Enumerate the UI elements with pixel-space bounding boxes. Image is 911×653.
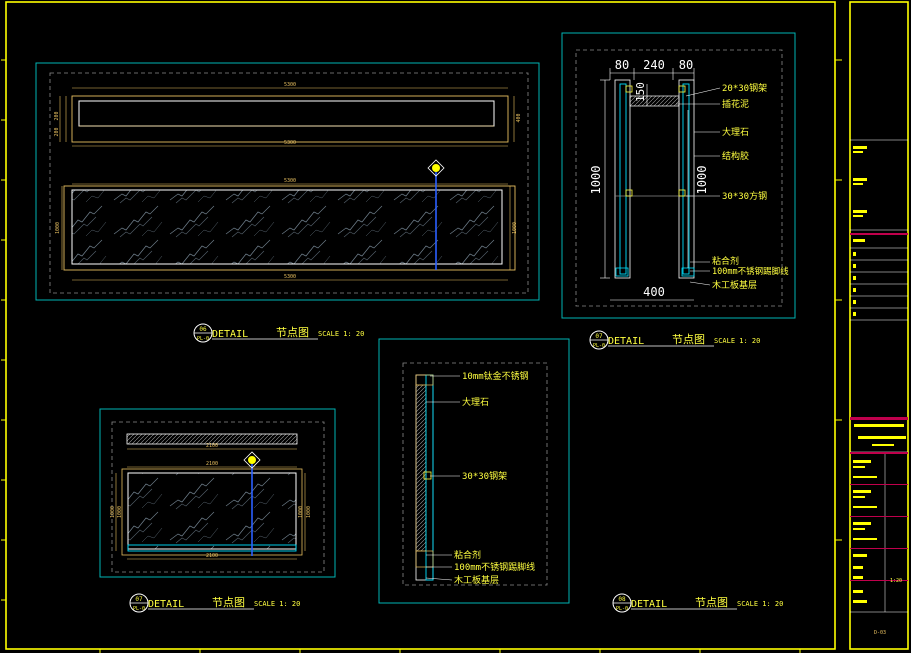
dim-top-a: 5300 (284, 82, 296, 88)
detail-08-number: 08 (618, 596, 626, 603)
detail-07-section-viewport: 80 240 80 150 1000 1000 400 20*30钢架 插花泥 … (561, 32, 796, 319)
detail-08-scale: SCALE 1: 20 (737, 600, 783, 608)
detail-06-scale: SCALE 1: 20 (318, 330, 364, 338)
detail-07-section-scale: SCALE 1: 20 (714, 337, 760, 345)
detail-08-cn: 节点图 (695, 596, 728, 609)
note-skirting: 100mm不锈钢踢脚线 (712, 266, 789, 277)
dim-1000-mid: 1000 (695, 166, 709, 195)
detail-08-word: DETAIL (631, 599, 667, 610)
dim-1000-inner-right: 1000 (298, 506, 304, 518)
detail-07-elevation-cn: 节点图 (212, 596, 245, 609)
titleblock-sheet-code: D-03 (874, 630, 886, 636)
note-adhesive: 粘合剂 (454, 549, 481, 561)
note-skirting: 100mm不锈钢踢脚线 (454, 561, 535, 573)
detail-06-title: 06 PL-0 DETAIL 节点图 SCALE 1: 20 (193, 323, 364, 343)
dim-1000-left: 1000 (110, 506, 116, 518)
detail-07-section-cn: 节点图 (672, 333, 705, 346)
dim-400: 400 (643, 285, 665, 299)
note-marble: 大理石 (462, 396, 489, 408)
detail-07-elevation-word: DETAIL (148, 599, 184, 610)
detail-06-ref: PL-0 (197, 336, 209, 342)
dim-1000-right: 1000 (306, 506, 312, 518)
dim-2100-mid: 2100 (206, 461, 218, 467)
detail-07-elevation-title: 07 PL-0 DETAIL 节点图 SCALE 1: 20 (129, 593, 300, 613)
dim-h-right-main: 1000 (512, 222, 518, 234)
dim-h-right: 400 (516, 113, 522, 122)
detail-06-word: DETAIL (212, 329, 248, 340)
dim-h-left-a: 200 (54, 111, 60, 120)
detail-08-title: 08 PL-0 DETAIL 节点图 SCALE 1: 20 (612, 593, 783, 613)
dim-2100-bottom: 2100 (206, 553, 218, 559)
detail-08-viewport: 10mm钛金不锈钢 大理石 30*30钢架 粘合剂 100mm不锈钢踢脚线 木工… (378, 338, 570, 604)
detail-06-number: 06 (199, 326, 207, 333)
detail-07-section-number: 07 (595, 333, 603, 340)
dim-mid-b: 5300 (284, 274, 296, 280)
dim-2100-top: 2100 (206, 443, 218, 449)
titleblock-scale: 1:20 (890, 578, 902, 584)
detail-07-elevation-scale: SCALE 1: 20 (254, 600, 300, 608)
dim-240: 240 (643, 58, 665, 72)
note-foam: 插花泥 (722, 98, 749, 110)
detail-06-viewport: 5300 5300 5300 5300 200 200 400 1000 100… (35, 62, 540, 301)
detail-07-section-ref: PL-0 (593, 343, 605, 349)
note-steel-frame-3030: 30*30钢架 (462, 470, 507, 482)
note-plywood-base: 木工板基层 (454, 574, 499, 586)
note-structural-glue: 结构胶 (722, 150, 749, 162)
detail-08-ref: PL-0 (616, 606, 628, 612)
detail-07-section-title: 07 PL-0 DETAIL 节点图 SCALE 1: 20 (589, 330, 760, 350)
frame-ticks (1, 59, 842, 653)
title-block: 1:20 D-03 (850, 139, 908, 636)
dim-150: 150 (634, 82, 647, 102)
detail-07-elevation-viewport: 2100 2100 2100 1000 1000 1000 1000 (99, 408, 336, 578)
dim-h-left-b: 200 (54, 127, 60, 136)
dim-mid-a: 5300 (284, 178, 296, 184)
dim-1000-inner-left: 1000 (117, 506, 123, 518)
dim-80-right: 80 (679, 58, 693, 72)
note-titanium-steel: 10mm钛金不锈钢 (462, 370, 529, 382)
detail-07-section-word: DETAIL (608, 336, 644, 347)
dim-top-b: 5300 (284, 140, 296, 146)
dim-1000-left: 1000 (589, 166, 603, 195)
dim-h-left-main: 1000 (55, 222, 61, 234)
note-adhesive: 粘合剂 (712, 255, 739, 267)
note-plywood-base: 木工板基层 (712, 279, 757, 291)
note-marble: 大理石 (722, 126, 749, 138)
note-square-steel: 30*30方钢 (722, 190, 767, 202)
detail-06-cn: 节点图 (276, 326, 309, 339)
drawing-frame (5, 1, 909, 650)
detail-07-elevation-number: 07 (135, 596, 143, 603)
dim-80-left: 80 (615, 58, 629, 72)
detail-07-elevation-ref: PL-0 (133, 606, 145, 612)
note-steel-frame-2030: 20*30钢架 (722, 82, 767, 94)
